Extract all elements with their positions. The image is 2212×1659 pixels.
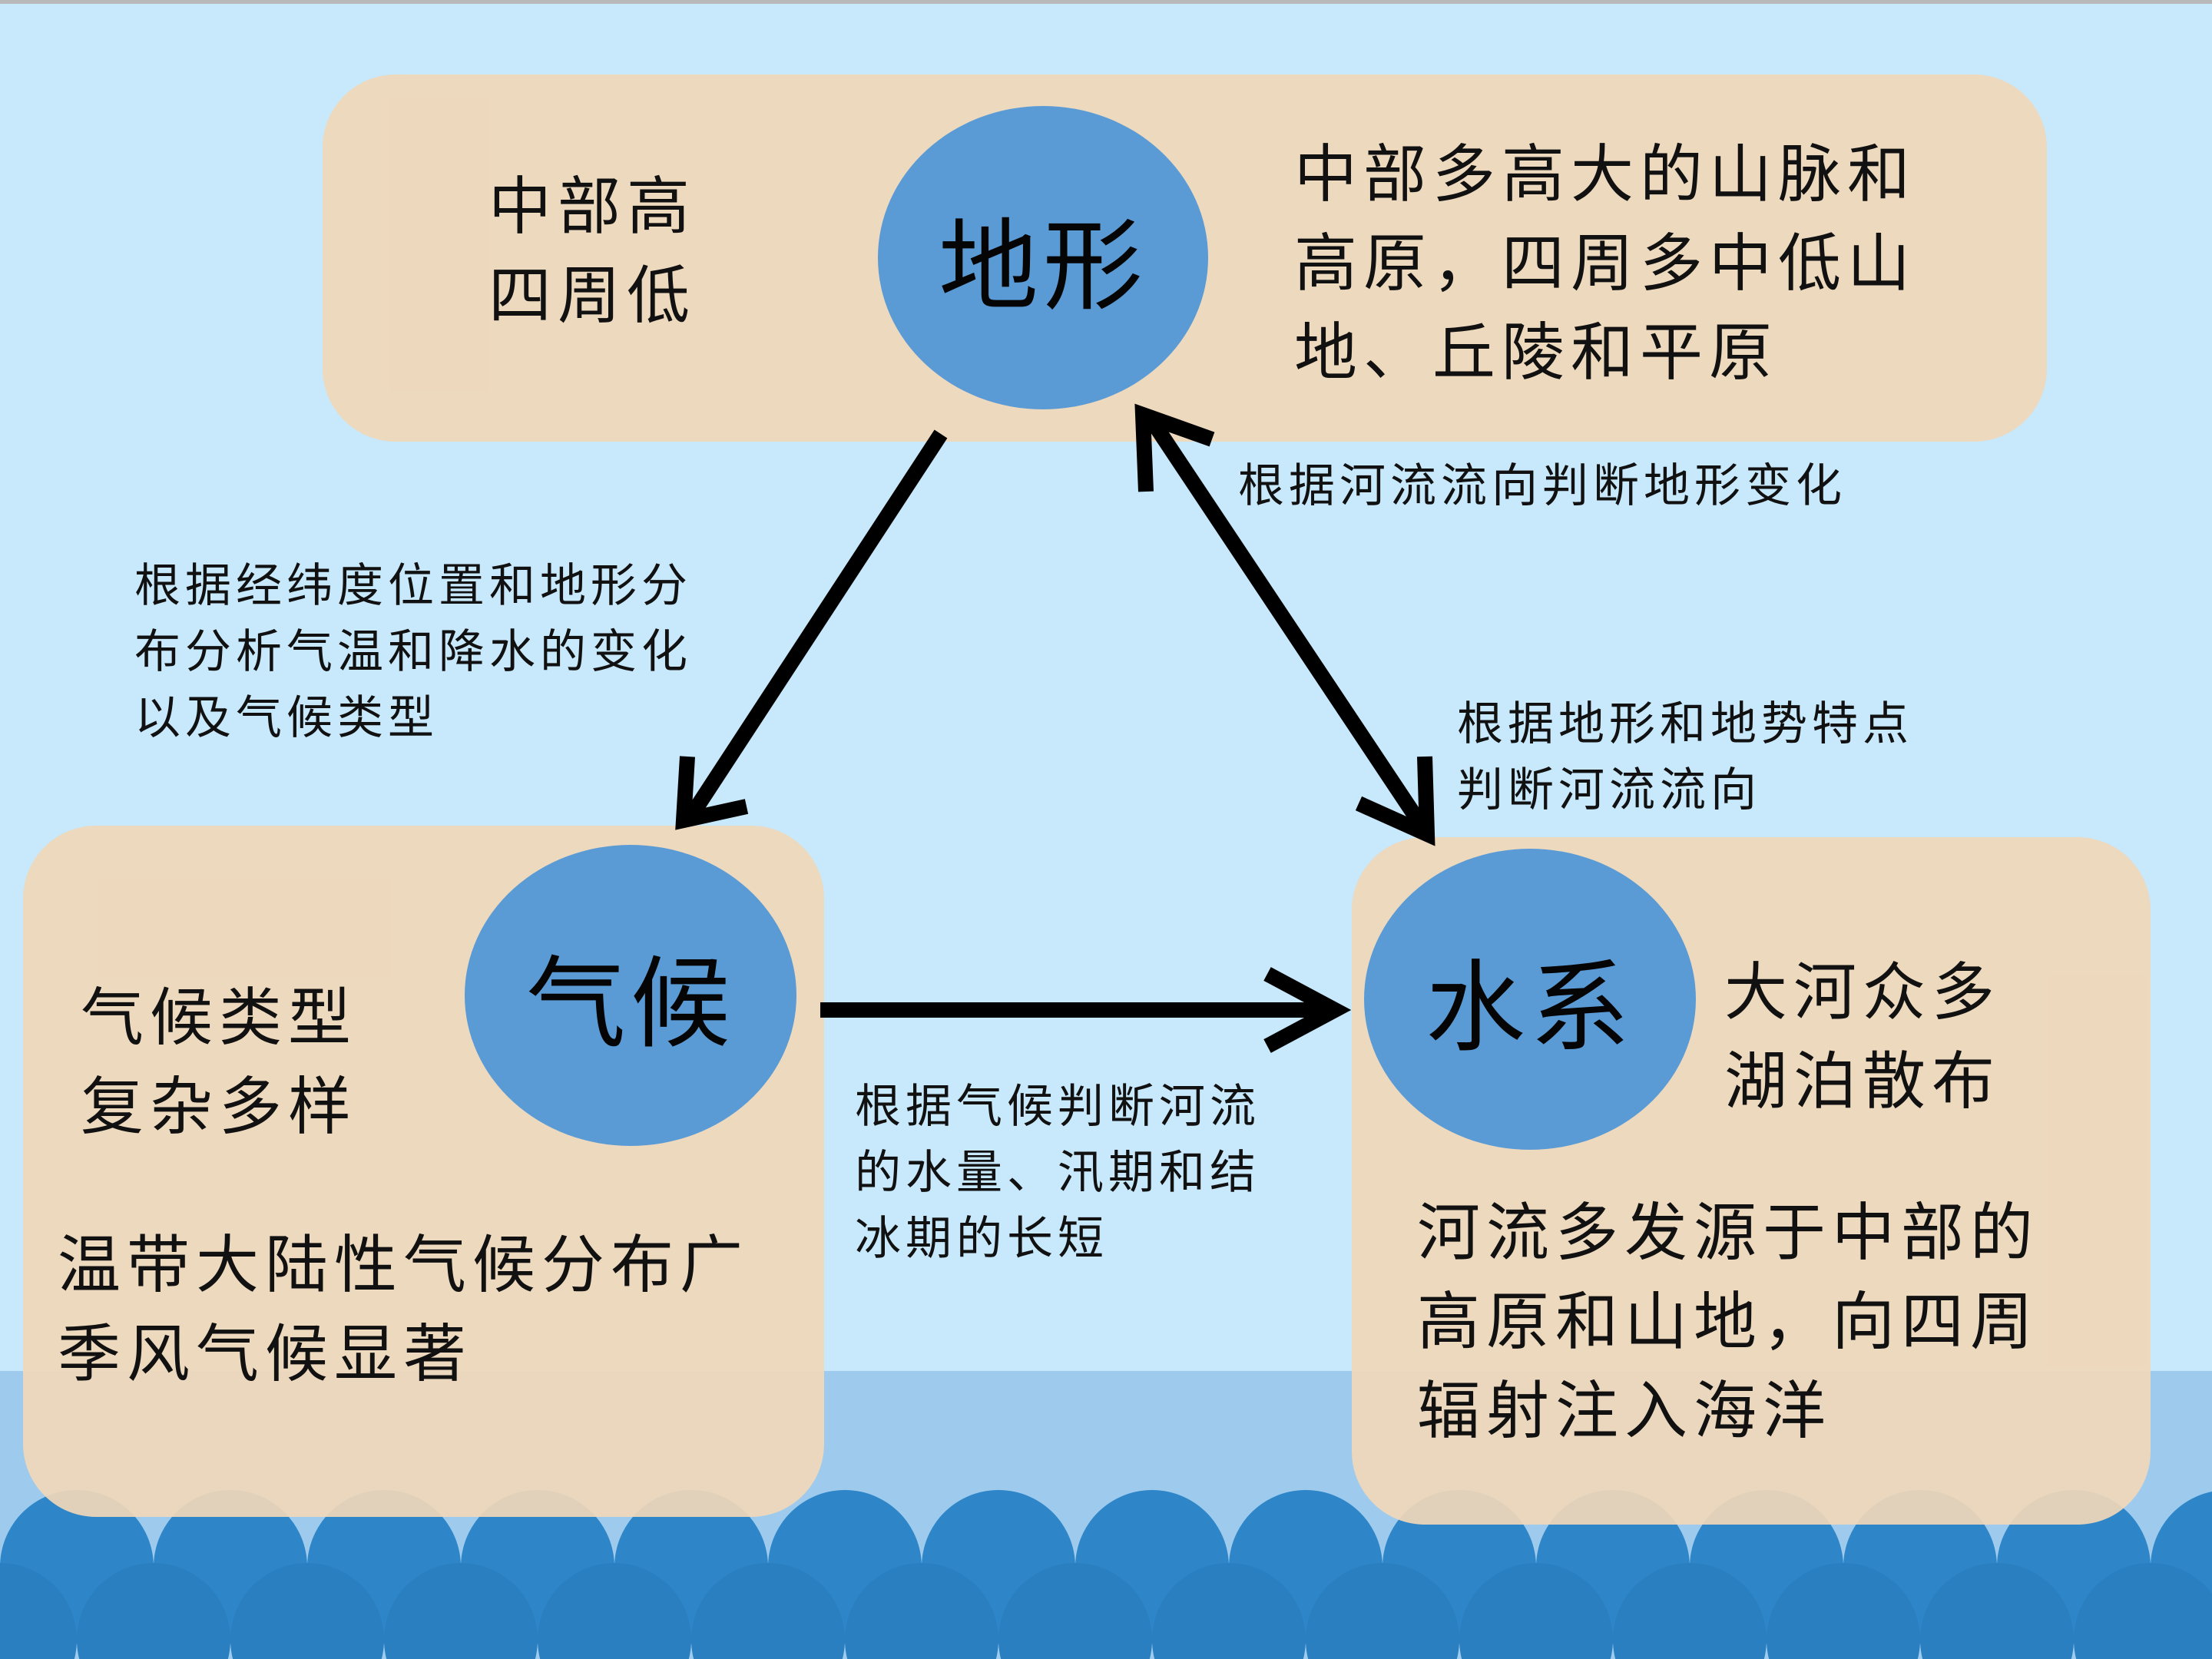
wave-scallop (1306, 1563, 1459, 1659)
wave-scallop (384, 1563, 538, 1659)
wave-scallop (2074, 1563, 2212, 1659)
relation-label-terrain-climate: 根据经纬度位置和地形分 布分析气温和降水的变化 以及气候类型 (134, 559, 692, 745)
water-summary: 大河众多 湖泊散布 (1724, 956, 2002, 1118)
terrain-description: 中部多高大的山脉和 高原，四周多中低山 地、丘陵和平原 (1294, 138, 1917, 389)
wave-scallop (230, 1563, 384, 1659)
arrow-climate-to-river (820, 967, 1352, 1053)
wave-scallop (1459, 1563, 1613, 1659)
wave-scallop (998, 1563, 1152, 1659)
terrain-summary: 中部高 四周低 (488, 171, 697, 333)
terrain-node-label: 地形 (938, 207, 1147, 325)
wave-scallop (1767, 1563, 1920, 1659)
arrow-terrain-river-bidirectional (1134, 403, 1435, 846)
climate-summary: 气候类型 复杂多样 (81, 982, 358, 1144)
water-description: 河流多发源于中部的 高原和山地，向四周 辐射注入海洋 (1417, 1197, 2040, 1448)
wave-scallop (845, 1563, 998, 1659)
wave-scallop (77, 1563, 230, 1659)
relation-label-river-terrain: 根据河流流向判断地形变化 (1238, 459, 1846, 513)
water-node-label: 水系 (1425, 949, 1634, 1066)
relation-label-terrain-river: 根据地形和地势特点 判断河流流向 (1457, 697, 1913, 817)
wave-scallop (0, 1563, 77, 1659)
climate-node: 气候 (465, 845, 796, 1146)
wave-scallop (691, 1563, 845, 1659)
relation-label-climate-river: 根据气候判断河流 的水量、汛期和结 冰期的长短 (855, 1080, 1260, 1266)
terrain-node: 地形 (878, 106, 1208, 409)
top-border (0, 0, 2212, 4)
water-node: 水系 (1364, 849, 1696, 1150)
wave-scallop (1152, 1563, 1306, 1659)
wave-scallop (538, 1563, 691, 1659)
wave-scallop (1613, 1563, 1767, 1659)
climate-node-label: 气候 (525, 945, 735, 1062)
wave-scallop (1920, 1563, 2074, 1659)
arrow-terrain-to-climate (675, 429, 948, 830)
climate-description: 温带大陆性气候分布广 季风气候显著 (58, 1229, 750, 1391)
wave-decoration (0, 1490, 2212, 1659)
